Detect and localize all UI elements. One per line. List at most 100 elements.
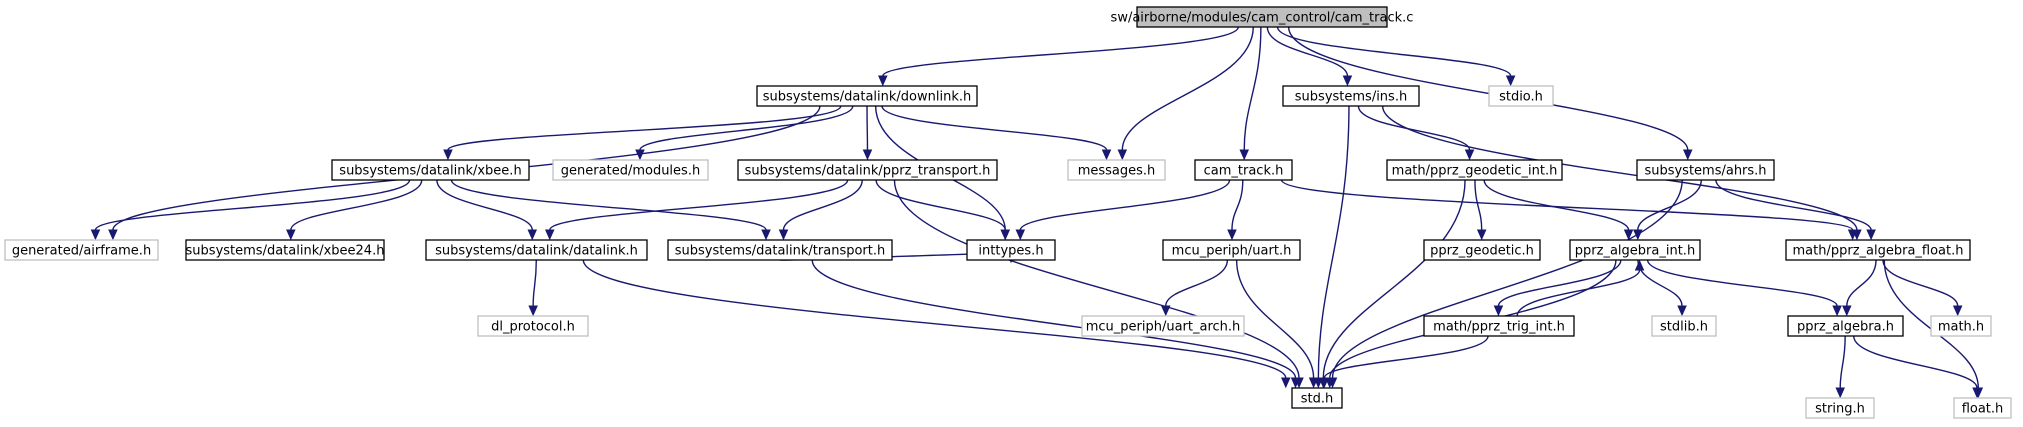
node-uart[interactable]: mcu_periph/uart.h: [1162, 239, 1301, 261]
node-label: mcu_periph/uart.h: [1172, 244, 1292, 259]
edge-xbee-to-transport: [450, 179, 771, 241]
node-label: cam_track.h: [1204, 164, 1284, 179]
edge-arrowhead: [1290, 377, 1301, 389]
node-box: [1291, 387, 1343, 409]
node-pprz-algebra[interactable]: pprz_algebra.h: [1787, 315, 1904, 337]
node-label: subsystems/datalink/transport.h: [675, 244, 886, 259]
node-label: math/pprz_geodetic_int.h: [1392, 164, 1558, 179]
edge-downlink-to-pprz_transport: [862, 105, 873, 161]
edge-arrowhead: [1015, 229, 1026, 241]
nodes-layer: sw/airborne/modules/cam_control/cam_trac…: [4, 6, 2012, 419]
node-label: math.h: [1938, 320, 1984, 335]
node-box: [1162, 239, 1301, 261]
node-label: math/pprz_algebra_float.h: [1793, 244, 1964, 259]
edge-arrowhead: [108, 229, 118, 241]
node-float-h: float.h: [1953, 397, 2012, 419]
node-label: math/pprz_trig_int.h: [1433, 320, 1565, 335]
edge-arrowhead: [1866, 229, 1876, 241]
node-box: [737, 159, 998, 181]
edge-algebra_int-to-trig_int: [1493, 259, 1622, 317]
node-box: [667, 239, 893, 261]
node-label: pprz_algebra.h: [1797, 320, 1894, 335]
node-label: generated/airframe.h: [12, 244, 151, 259]
edge-root-to-ahrs: [1287, 26, 1693, 161]
edge-root-to-stdio: [1276, 26, 1516, 87]
node-label: pprz_algebra_int.h: [1575, 244, 1695, 259]
edge-arrowhead: [1682, 149, 1693, 161]
node-pprz-transport[interactable]: subsystems/datalink/pprz_transport.h: [737, 159, 998, 181]
edge-arrowhead: [878, 75, 888, 87]
edge-arrowhead: [1493, 305, 1504, 317]
node-gen-airframe: generated/airframe.h: [4, 239, 159, 261]
node-geodetic-int[interactable]: math/pprz_geodetic_int.h: [1386, 159, 1563, 181]
node-stdio: stdio.h: [1488, 85, 1554, 107]
node-algebra-float[interactable]: math/pprz_algebra_float.h: [1785, 239, 1971, 261]
edge-arrowhead: [286, 229, 296, 241]
node-ins[interactable]: subsystems/ins.h: [1282, 85, 1420, 107]
edge-arrowhead: [1842, 305, 1852, 317]
edge-arrowhead: [1000, 229, 1011, 241]
edge-arrowhead: [1476, 229, 1487, 241]
edge-pprz_transport-to-transport: [778, 179, 863, 241]
edge-arrowhead: [527, 229, 538, 241]
node-messages: messages.h: [1067, 159, 1166, 181]
node-transport[interactable]: subsystems/datalink/transport.h: [667, 239, 893, 261]
edge-downlink-to-xbee: [443, 105, 842, 161]
edge-cam_track_h-to-inttypes: [1015, 179, 1231, 241]
node-box: [1423, 239, 1541, 261]
node-box: [1081, 315, 1245, 337]
edge-arrowhead: [1464, 149, 1475, 161]
edge-algebra_int-to-pprz_algebra: [1646, 259, 1842, 317]
edge-root-to-cam_track_h: [1239, 26, 1262, 161]
node-std[interactable]: std.h: [1291, 387, 1343, 409]
edge-arrowhead: [544, 229, 555, 241]
node-xbee[interactable]: subsystems/datalink/xbee.h: [331, 159, 530, 181]
edge-uart-to-std: [1235, 259, 1319, 389]
node-label: subsystems/datalink/downlink.h: [763, 90, 972, 105]
edge-xbee-to-gen_airframe: [90, 179, 411, 241]
node-stdlib: stdlib.h: [1651, 315, 1717, 337]
node-label: subsystems/datalink/xbee24.h: [186, 244, 385, 259]
node-box: [1282, 85, 1420, 107]
node-ahrs[interactable]: subsystems/ahrs.h: [1636, 159, 1775, 181]
node-xbee24[interactable]: subsystems/datalink/xbee24.h: [185, 239, 385, 261]
node-label: subsystems/ahrs.h: [1644, 164, 1766, 179]
node-label: pprz_geodetic.h: [1430, 244, 1534, 259]
edge-arrowhead: [862, 149, 873, 161]
edge-ins-to-std: [1313, 105, 1350, 389]
node-root[interactable]: sw/airborne/modules/cam_control/cam_trac…: [1111, 6, 1414, 28]
edge-xbee-to-datalink: [436, 179, 538, 241]
edge-algebra_int-to-stdlib: [1637, 259, 1687, 317]
edge-transport-to-std: [811, 259, 1301, 389]
node-gen-modules: generated/modules.h: [552, 159, 709, 181]
node-downlink[interactable]: subsystems/datalink/downlink.h: [756, 85, 978, 107]
edge-arrowhead: [1239, 149, 1250, 161]
node-label: subsystems/datalink/xbee.h: [339, 164, 521, 179]
node-algebra-int[interactable]: pprz_algebra_int.h: [1569, 239, 1701, 261]
node-datalink[interactable]: subsystems/datalink/datalink.h: [425, 239, 648, 261]
edge-arrowhead: [1835, 387, 1845, 399]
edge-arrowhead: [1677, 305, 1687, 317]
edge-algebra_float-to-math_h: [1882, 259, 1963, 317]
node-label: inttypes.h: [978, 244, 1043, 259]
node-box: [756, 85, 978, 107]
edge-pprz_transport-to-datalink: [544, 179, 849, 241]
node-box: [1805, 397, 1875, 419]
node-pprz-geodetic[interactable]: pprz_geodetic.h: [1423, 239, 1541, 261]
node-box: [4, 239, 159, 261]
node-inttypes[interactable]: inttypes.h: [966, 239, 1056, 261]
node-cam-track-h[interactable]: cam_track.h: [1194, 159, 1293, 181]
node-dl-protocol: dl_protocol.h: [477, 315, 589, 337]
edge-pprz_algebra-to-float_h: [1853, 335, 1982, 399]
node-box: [1386, 159, 1563, 181]
node-label: stdio.h: [1499, 90, 1543, 105]
edge-arrowhead: [1634, 259, 1645, 271]
edge-arrowhead: [1319, 377, 1330, 389]
node-trig-int[interactable]: math/pprz_trig_int.h: [1423, 315, 1575, 337]
node-label: mcu_periph/uart_arch.h: [1086, 320, 1241, 335]
edge-pprz_algebra-to-string_h: [1835, 335, 1846, 399]
node-uart-arch: mcu_periph/uart_arch.h: [1081, 315, 1245, 337]
node-label: generated/modules.h: [561, 164, 700, 179]
node-box: [1651, 315, 1717, 337]
edge-arrowhead: [1227, 229, 1237, 241]
